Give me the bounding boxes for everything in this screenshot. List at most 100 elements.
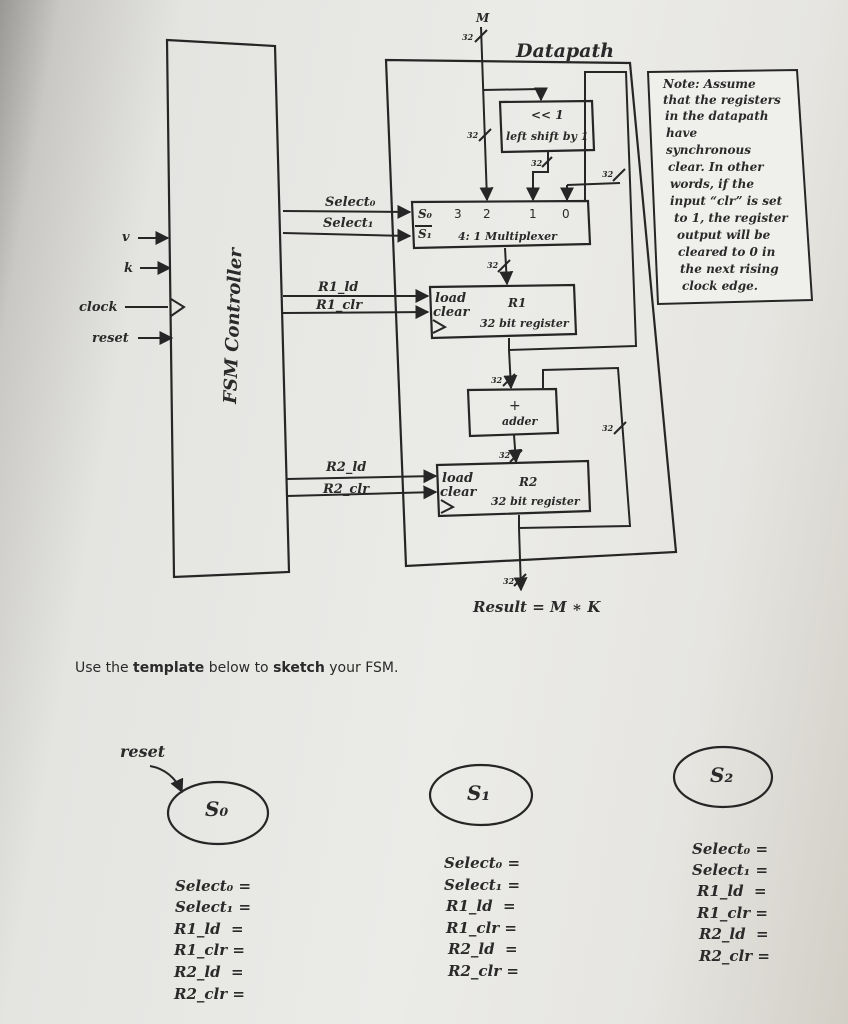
r1-clock-triangle xyxy=(432,319,448,334)
note-line-8: input “clr” is set xyxy=(670,194,783,208)
state-s0-outputs: Select₀ = Select₁ = R1_ld = R1_clr = R2_… xyxy=(173,877,251,1003)
r1-ld-label: R1_ld xyxy=(317,280,358,295)
r1-clr-wire xyxy=(282,305,430,320)
bus-width-shifter-in: 32 xyxy=(467,130,479,140)
s0-output-r2-ld: R2_ld = xyxy=(173,963,244,981)
note-line-6: clear. In other xyxy=(668,160,765,174)
mux-to-r1-wire xyxy=(499,247,514,286)
r2-name: R2 xyxy=(518,475,537,489)
mux-s0: S₀ xyxy=(418,207,433,221)
note-line-4: have xyxy=(666,126,697,140)
instruction-bold-sketch: sketch xyxy=(273,660,325,676)
note-line-2: that the registers xyxy=(663,93,781,107)
bus-width-mux-out: 32 xyxy=(487,260,499,270)
note-line-10: output will be xyxy=(677,228,771,242)
m-to-shifter-wire xyxy=(482,88,542,91)
s1-output-r1-ld: R1_ld = xyxy=(445,897,516,915)
s2-output-select1: Select₁ = xyxy=(692,861,768,879)
instruction-bold-template: template xyxy=(133,660,204,676)
note-line-5: synchronous xyxy=(666,143,751,157)
state-s0-name: S₀ xyxy=(205,797,228,821)
state-s2-circle xyxy=(672,745,774,809)
r2-clock-triangle xyxy=(440,499,456,514)
s1-output-select1: Select₁ = xyxy=(444,876,520,894)
s0-output-r2-clr: R2_clr = xyxy=(173,985,245,1003)
s2-output-r1-ld: R1_ld = xyxy=(696,882,767,900)
input-k-label: k xyxy=(124,261,133,276)
select0-wire xyxy=(282,204,412,219)
state-s1-circle xyxy=(428,763,534,827)
s2-output-r2-clr: R2_clr = xyxy=(698,947,770,965)
note-line-3: in the datapath xyxy=(665,109,768,123)
mux-input-1: 1 xyxy=(529,207,537,221)
mux-box xyxy=(410,199,592,250)
r2-ld-wire xyxy=(286,469,438,484)
select1-label: Select₁ xyxy=(323,216,373,231)
input-v-label: v xyxy=(122,230,130,245)
clock-label: clock xyxy=(79,300,117,315)
state-s1-name: S₁ xyxy=(467,781,490,805)
r1-register-box xyxy=(428,283,578,340)
note-line-9: to 1, the register xyxy=(674,211,789,225)
note-text: Note: Assume that the registers in the d… xyxy=(662,77,792,293)
r1-load: load xyxy=(435,291,466,306)
instruction-text: Use the template below to sketch your FS… xyxy=(75,660,398,676)
r2-clr-wire xyxy=(286,485,438,500)
bus-width-feedback: 32 xyxy=(602,169,614,179)
mux-input-3: 3 xyxy=(454,207,462,221)
state-s2-outputs: Select₀ = Select₁ = R1_ld = R1_clr = R2_… xyxy=(692,840,770,965)
select1-wire xyxy=(282,228,412,243)
instruction-suffix: your FSM. xyxy=(325,660,399,676)
note-box xyxy=(646,68,814,306)
input-m-label: M xyxy=(475,11,490,25)
note-line-1: Note: Assume xyxy=(662,77,756,91)
mux-s1: S₁ xyxy=(418,227,432,241)
r2-register-label: 32 bit register xyxy=(491,495,581,508)
r1-clr-label: R1_clr xyxy=(315,298,363,313)
s0-output-r1-clr: R1_clr = xyxy=(173,941,245,959)
s1-output-select0: Select₀ = xyxy=(444,854,520,872)
note-line-12: the next rising xyxy=(680,262,779,276)
s0-output-select0: Select₀ = xyxy=(175,877,251,895)
s2-output-r2-ld: R2_ld = xyxy=(698,925,769,943)
r1-register-label: 32 bit register xyxy=(480,317,570,330)
select0-label: Select₀ xyxy=(325,195,376,210)
result-label: Result = M ∗ K xyxy=(472,598,601,616)
m-input-wire xyxy=(479,26,494,202)
bus-width-m: 32 xyxy=(462,32,474,42)
shifter-to-mux-wire xyxy=(526,152,549,202)
shifter-label: left shift by 1 xyxy=(506,130,588,143)
r2-ld-label: R2_ld xyxy=(325,460,366,475)
mux-input-2: 2 xyxy=(483,207,491,221)
feedback-slash xyxy=(612,168,626,182)
reset-input-label: reset xyxy=(92,331,129,346)
adder-box xyxy=(466,387,560,438)
bus-width-result: 32 xyxy=(503,576,515,586)
adder-label: adder xyxy=(502,415,539,428)
s0-output-r1-ld: R1_ld = xyxy=(173,920,244,938)
fsm-reset-label: reset xyxy=(120,742,166,761)
mux-input-0: 0 xyxy=(562,207,570,221)
feedback-branch xyxy=(566,182,621,186)
state-s2-name: S₂ xyxy=(710,763,733,787)
s1-output-r2-clr: R2_clr = xyxy=(447,962,519,980)
s2-output-r1-clr: R1_clr = xyxy=(696,904,768,922)
note-line-7: words, if the xyxy=(670,177,754,191)
adder-to-r2-wire xyxy=(508,434,523,464)
state-s0-circle xyxy=(166,780,270,846)
datapath-outer-box xyxy=(384,58,678,568)
s1-output-r1-clr: R1_clr = xyxy=(445,919,517,937)
bus-width-shifter-out: 32 xyxy=(531,158,543,168)
note-line-11: cleared to 0 in xyxy=(678,245,775,259)
adder-symbol: + xyxy=(509,398,521,414)
result-slash xyxy=(513,573,527,587)
s1-output-r2-ld: R2_ld = xyxy=(447,940,518,958)
r1-name: R1 xyxy=(507,296,526,310)
fsm-controller-box xyxy=(165,38,291,579)
r1-to-adder-wire xyxy=(503,349,518,390)
shifter-box xyxy=(498,99,596,154)
r2-register-box xyxy=(435,459,592,518)
instruction-middle: below to xyxy=(204,660,273,676)
